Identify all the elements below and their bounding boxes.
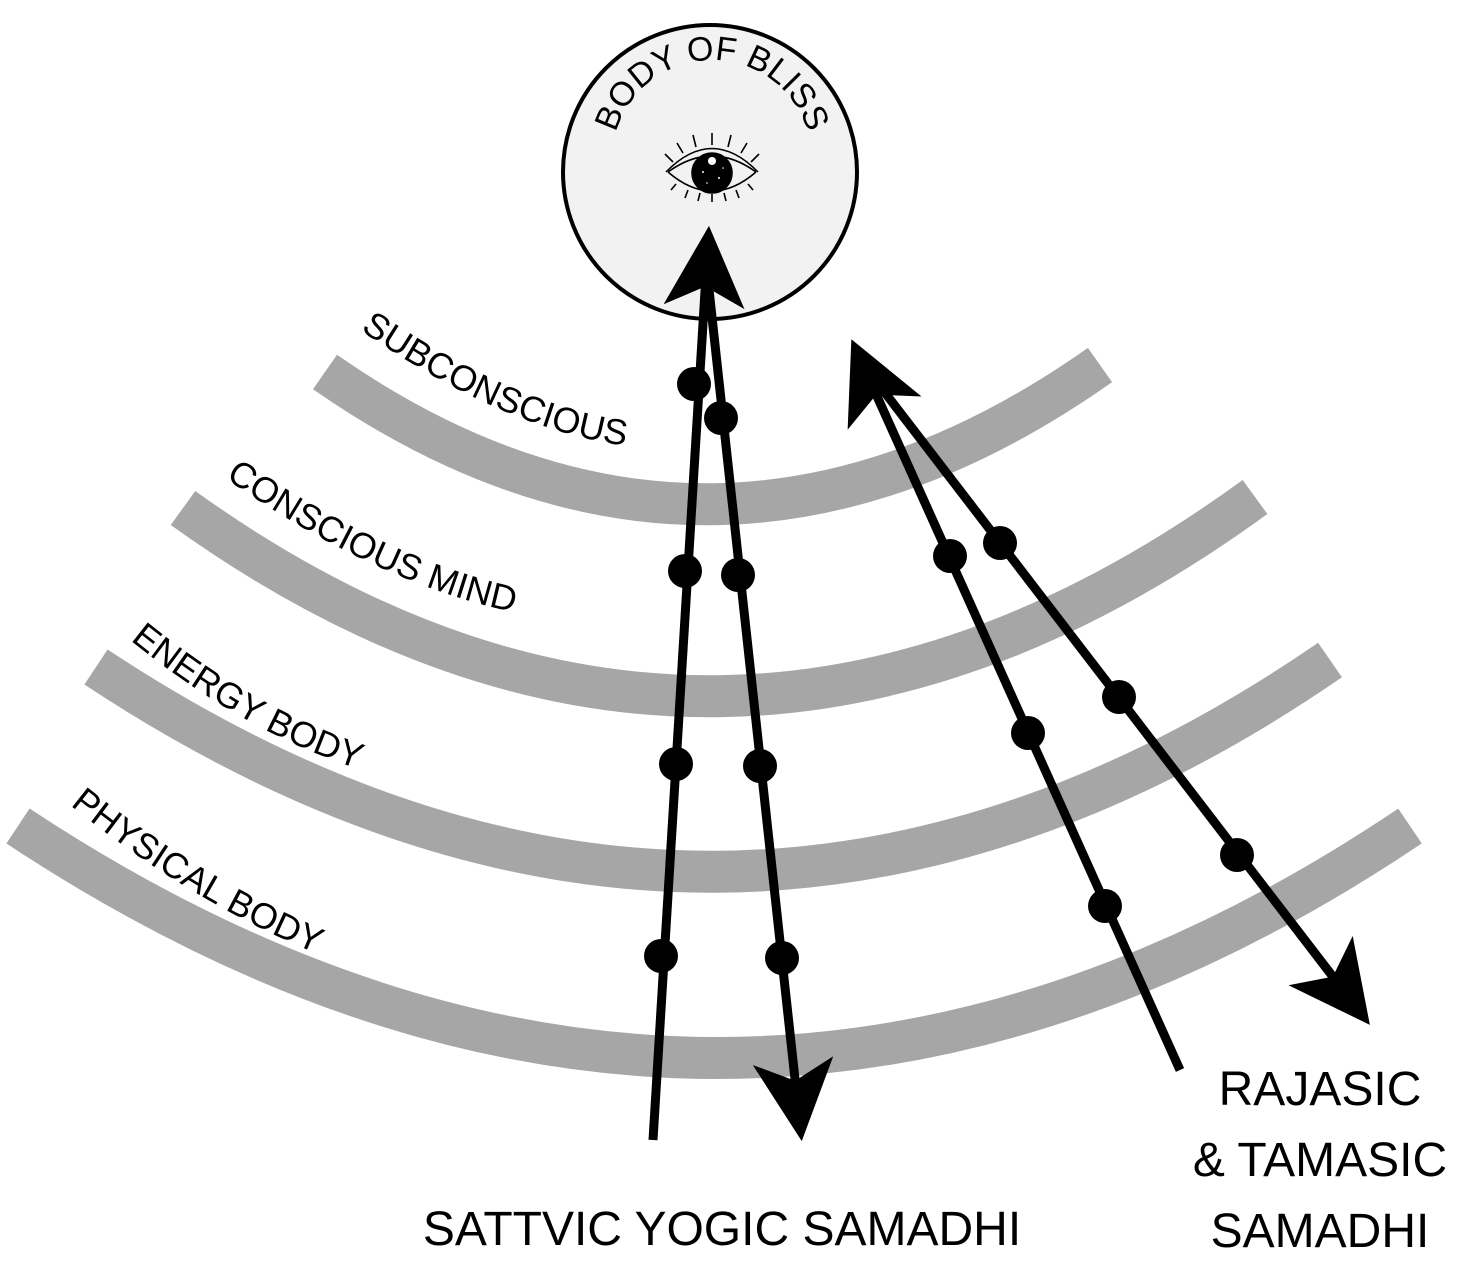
- sattvic-dot: [644, 939, 678, 973]
- rajasic-dot: [1011, 716, 1045, 750]
- sattvic-caption: SATTVIC YOGIC SAMADHI: [423, 1203, 1021, 1256]
- sattvic-dot: [668, 554, 702, 588]
- eye-icon: [664, 133, 760, 202]
- sattvic-dot: [659, 747, 693, 781]
- rajasic-dot: [983, 526, 1017, 560]
- rajasic-dots: [933, 526, 1254, 923]
- band-subconscious: [313, 347, 1113, 526]
- rajasic-dot: [1220, 838, 1254, 872]
- rajasic-dot: [933, 539, 967, 573]
- rajasic-dot: [1102, 680, 1136, 714]
- sattvic-dot: [677, 367, 711, 401]
- sattvic-dot: [704, 401, 738, 435]
- rajasic-ascending-line: [847, 339, 1185, 1072]
- sattvic-dot: [721, 558, 755, 592]
- sattvic-dots: [644, 367, 799, 975]
- band-energy-body: [84, 642, 1342, 893]
- rajasic-dot: [1088, 889, 1122, 923]
- layer-bands: [6, 347, 1422, 1079]
- sattvic-dot: [765, 941, 799, 975]
- rajasic-caption-line-1: RAJASIC: [1219, 1063, 1422, 1116]
- band-conscious-mind: [170, 480, 1268, 718]
- rajasic-caption-line-3: SAMADHI: [1211, 1205, 1430, 1258]
- band-physical-body: [6, 808, 1422, 1079]
- sattvic-dot: [743, 749, 777, 783]
- rajasic-caption-line-2: & TAMASIC: [1193, 1134, 1447, 1187]
